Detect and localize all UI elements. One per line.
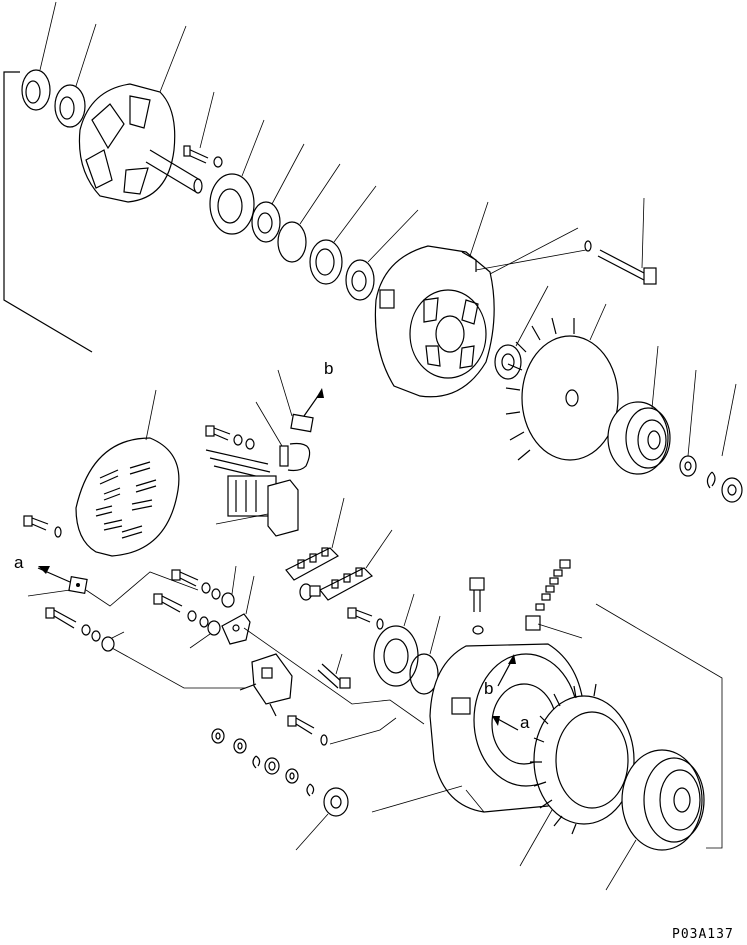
bearing-cover-part xyxy=(347,593,419,687)
screw-part xyxy=(183,91,223,168)
diode-part xyxy=(299,583,321,601)
regulator-screws xyxy=(205,425,255,450)
brush-holder-part xyxy=(239,653,293,717)
screw-row-2 xyxy=(153,593,221,649)
diode-plate-part-2 xyxy=(319,529,393,601)
bearing-part xyxy=(21,1,57,111)
bearing-part-2 xyxy=(345,209,419,301)
pulley-part xyxy=(607,345,671,475)
callout-b-label-housing: b xyxy=(484,679,493,698)
callout-b-housing: b xyxy=(484,654,516,698)
o-ring-part xyxy=(277,163,341,263)
screw-row-3 xyxy=(45,607,246,689)
callout-a-label: a xyxy=(14,553,24,572)
washer-part xyxy=(54,23,97,128)
washer-nut-parts xyxy=(679,369,743,503)
callout-a-left: a xyxy=(14,553,199,607)
diode-plate-part-1 xyxy=(285,497,345,581)
regulator-part xyxy=(205,449,299,537)
cap-part xyxy=(295,787,349,851)
terminal-part-b: b xyxy=(255,359,333,472)
right-bracket-line xyxy=(595,603,723,849)
fan-part xyxy=(505,303,619,461)
through-bolt-part xyxy=(584,197,657,285)
callout-b-label: b xyxy=(324,359,333,378)
top-group-bracket xyxy=(3,71,93,353)
drawing-code: P03A137 xyxy=(672,927,734,942)
bracket-plate-part xyxy=(221,575,255,645)
stator-part xyxy=(519,683,635,867)
screw-row-1 xyxy=(171,565,237,608)
rear-cover-part xyxy=(75,389,180,557)
spacer-part xyxy=(494,285,549,380)
callout-a-label-housing: a xyxy=(520,713,530,732)
bearing-retainer-part xyxy=(209,119,265,235)
lower-screw-part xyxy=(287,715,397,746)
callout-a-housing: a xyxy=(492,713,530,732)
nut-washer-cluster xyxy=(211,728,315,797)
o-ring-part-2 xyxy=(409,615,441,695)
pulley-part-2 xyxy=(605,749,705,891)
rotor-part xyxy=(78,25,203,203)
screw-diagonal-part xyxy=(317,653,351,689)
leader-line xyxy=(243,627,425,725)
collar-part xyxy=(309,185,377,285)
front-housing-part xyxy=(374,201,587,398)
cover-screw-part xyxy=(23,515,62,538)
terminal-bolt-stack xyxy=(525,559,583,639)
bolt-part xyxy=(469,577,485,635)
ball-bearing-part xyxy=(251,143,305,243)
